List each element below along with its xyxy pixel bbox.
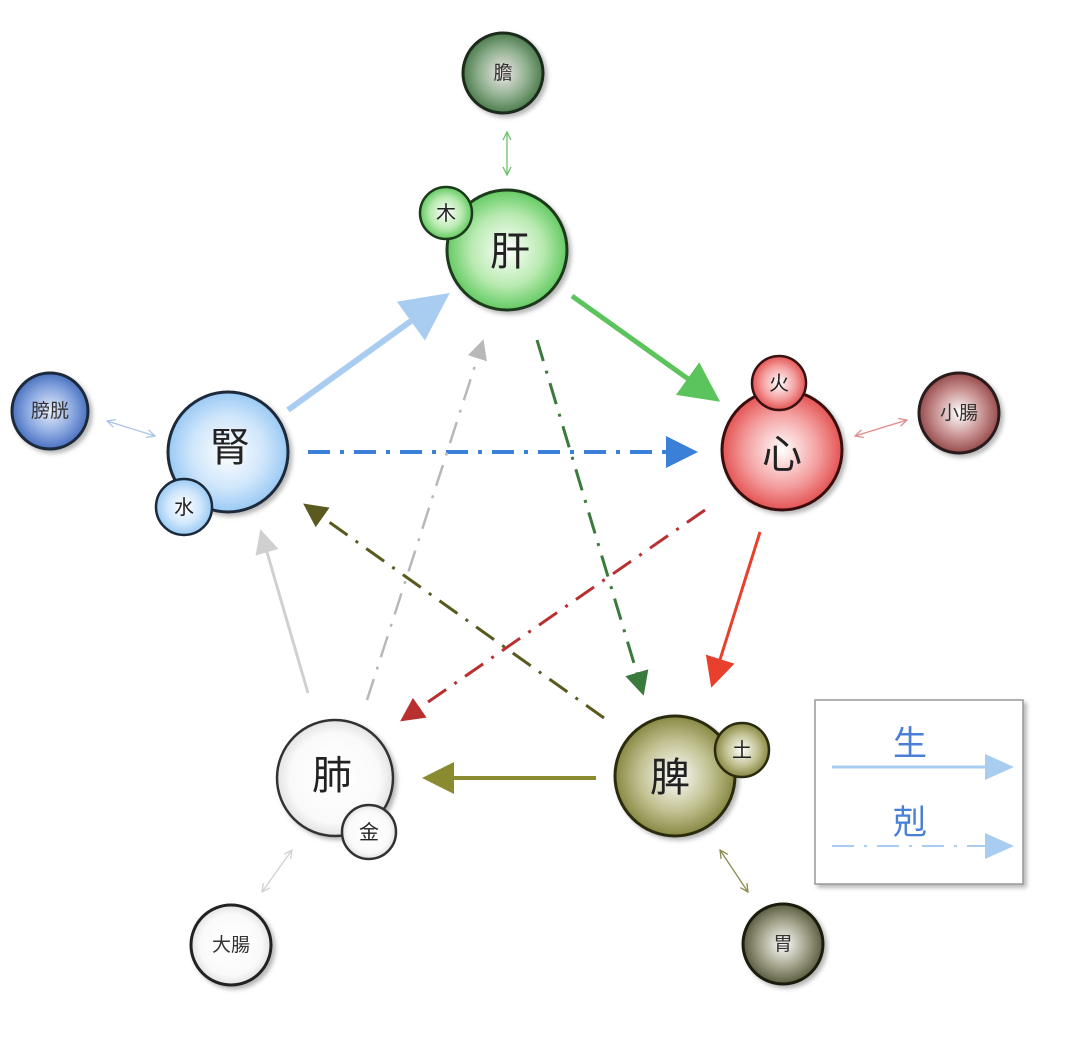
pair-arrow-lung-large-intestine [262, 850, 292, 892]
pair-arrow-spleen-stomach [720, 850, 748, 892]
fire-element-label: 火 [769, 371, 789, 395]
arrow-lung-to-kidney [255, 529, 310, 694]
heart-label: 心 [762, 432, 802, 478]
liver-label: 肝 [490, 229, 530, 275]
node-spleen: 脾 土 [613, 714, 771, 838]
arrow-kidney-to-liver [286, 292, 450, 413]
bladder-label: 膀胱 [31, 400, 69, 422]
node-stomach: 胃 [741, 902, 825, 986]
gallbladder-label: 膽 [493, 62, 512, 84]
stomach-label: 胃 [773, 933, 792, 955]
node-kidney: 腎 水 [154, 390, 290, 537]
node-lung: 肺 金 [275, 718, 398, 861]
arrow-heart-controls-lung [400, 508, 706, 722]
wood-element-label: 木 [436, 201, 456, 225]
spleen-label: 脾 [650, 755, 690, 801]
pair-arrow-heart-small-intestine [855, 420, 907, 436]
small-intestine-label: 小腸 [940, 402, 978, 424]
node-small-intestine: 小腸 [917, 371, 1001, 455]
legend-generating-label: 生 [893, 724, 927, 764]
kidney-label: 腎 [210, 425, 250, 471]
large-intestine-label: 大腸 [212, 934, 250, 956]
pair-arrow-kidney-bladder [107, 421, 155, 436]
node-bladder: 膀胱 [10, 371, 90, 451]
node-heart: 心 火 [720, 354, 844, 512]
earth-element-label: 土 [732, 738, 752, 762]
legend: 生 剋 [814, 699, 1024, 885]
water-element-label: 水 [174, 495, 194, 519]
legend-controlling-label: 剋 [893, 803, 927, 843]
node-gallbladder: 膽 [461, 31, 545, 115]
arrow-liver-controls-spleen [535, 339, 649, 696]
arrow-heart-to-spleen [705, 531, 762, 688]
arrow-liver-to-heart [570, 293, 721, 402]
metal-element-label: 金 [359, 820, 379, 844]
arrow-spleen-controls-kidney [303, 503, 605, 720]
arrow-lung-controls-liver [365, 339, 487, 701]
node-large-intestine: 大腸 [189, 903, 273, 987]
lung-label: 肺 [312, 753, 352, 799]
node-liver: 肝 木 [418, 185, 569, 312]
